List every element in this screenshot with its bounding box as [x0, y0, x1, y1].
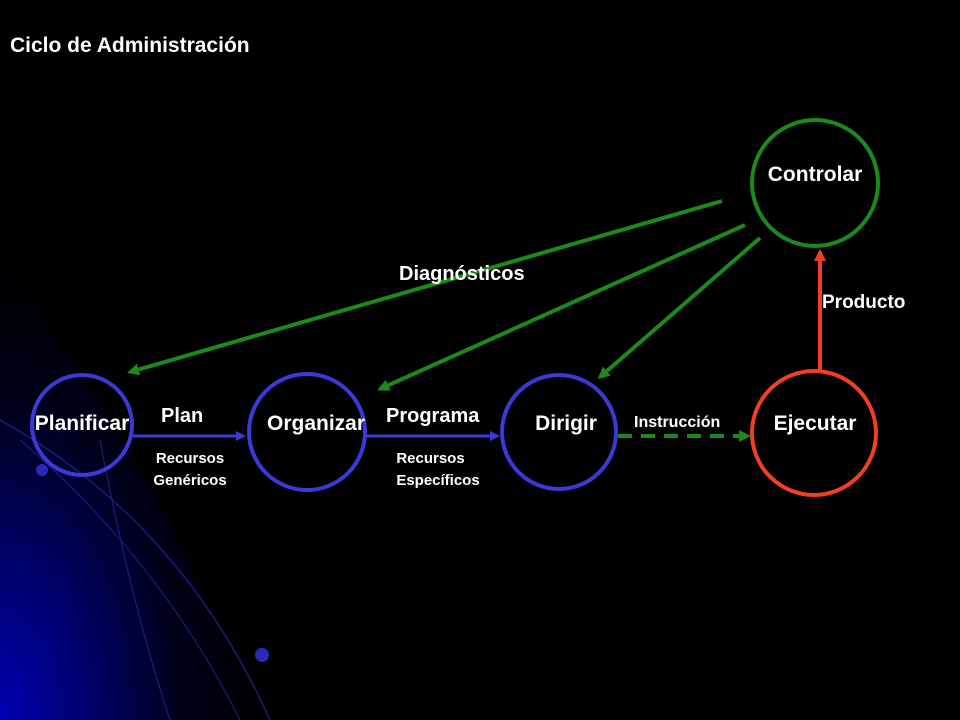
slide-title: Ciclo de Administración [10, 34, 250, 57]
edge-plan-sublabel-line-1: Recursos [155, 450, 225, 467]
node-planificar-label: Planificar [34, 412, 130, 435]
node-organizar-label: Organizar [266, 412, 366, 435]
edge-programa-sublabel: Recursos Específicos [396, 448, 479, 492]
node-controlar-label: Controlar [767, 163, 863, 186]
edge-instruccion-label: Instrucción [634, 414, 721, 431]
node-dirigir-label: Dirigir [535, 412, 597, 435]
node-dirigir-circle [500, 373, 618, 491]
background-dot-1 [36, 464, 48, 476]
background-arc-1 [0, 419, 271, 720]
background-glow [0, 260, 260, 720]
background-arc-3 [99, 439, 171, 720]
edge-diagnostico-planificar-arrow [127, 199, 723, 376]
edge-producto-label: Producto [822, 292, 906, 313]
edge-plan-label: Plan [161, 405, 204, 427]
node-controlar-circle [750, 118, 880, 248]
edge-diagnostico-organizar-arrow [377, 223, 746, 391]
edge-programa-label: Programa [386, 405, 480, 427]
node-ejecutar-label: Ejecutar [773, 412, 857, 435]
edge-diagnostico-dirigir-arrow [597, 236, 762, 379]
edge-plan-sublabel: Recursos Genéricos [153, 448, 226, 492]
edge-programa-sublabel-line-2: Específicos [396, 472, 480, 489]
background-arc-2 [19, 439, 241, 720]
edge-diagnosticos-label: Diagnósticos [399, 263, 525, 285]
node-ejecutar-circle [750, 369, 878, 497]
edge-plan-sublabel-line-2: Genéricos [153, 472, 227, 489]
node-planificar-circle [30, 373, 134, 477]
background-dot-2 [255, 648, 269, 662]
background-decoration [0, 260, 271, 720]
edge-programa-sublabel-line-1: Recursos [396, 450, 465, 467]
node-organizar-circle [247, 372, 367, 492]
